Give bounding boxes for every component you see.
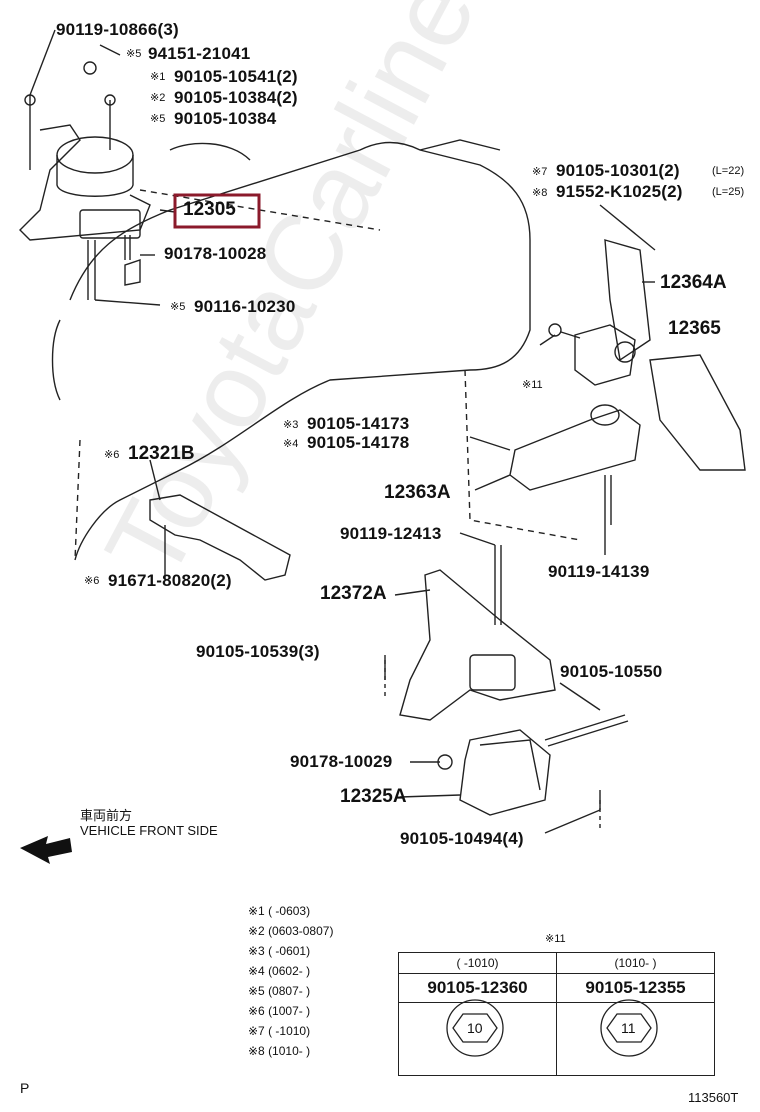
bracket-12325A-drawing xyxy=(437,714,629,816)
note-mark-5: ※5 xyxy=(126,48,142,60)
leader-dashed-3 xyxy=(74,439,81,561)
part-label-94151-21041[interactable]: 94151-21041 xyxy=(148,44,251,63)
mount-12305-drawing xyxy=(19,61,151,300)
note-line-3: ※3 ( -0601) xyxy=(248,944,311,958)
footer-diagram-code: 113560T xyxy=(688,1090,739,1105)
rod-12363A-drawing xyxy=(469,404,641,525)
bolt-head-10-label: 10 xyxy=(467,1020,483,1036)
note-line-6: ※6 (1007- ) xyxy=(248,1004,311,1018)
note-mark-2: ※2 xyxy=(150,92,166,104)
part-label-90105-14173[interactable]: 90105-14173 xyxy=(307,414,410,433)
note-mark-4: ※4 xyxy=(283,438,299,450)
note-mark-1: ※1 xyxy=(150,71,166,83)
part-label-90105-10301[interactable]: 90105-10301(2) xyxy=(556,161,680,180)
part-label-12325A[interactable]: 12325A xyxy=(340,786,407,807)
part-label-12305[interactable]: 12305 xyxy=(183,199,236,220)
length-note-22: (L=22) xyxy=(712,165,745,177)
part-label-90119-12413[interactable]: 90119-12413 xyxy=(340,524,442,543)
table-col1-head: ( -1010) xyxy=(398,952,557,974)
part-label-90105-10550[interactable]: 90105-10550 xyxy=(560,662,663,681)
bracket-12321B-drawing xyxy=(149,494,291,581)
table-col1-part[interactable]: 90105-12360 xyxy=(398,973,557,1003)
note-mark-8: ※8 xyxy=(532,187,548,199)
note-line-2: ※2 (0603-0807) xyxy=(248,924,334,938)
part-label-90105-14178[interactable]: 90105-14178 xyxy=(307,433,410,452)
direction-label-jp: 車両前方 xyxy=(80,808,133,823)
bolt-head-11-label: 11 xyxy=(621,1020,636,1036)
table-col1-icon-cell xyxy=(398,1002,557,1076)
vehicle-front-arrow xyxy=(20,836,72,864)
note-line-1: ※1 ( -0603) xyxy=(248,904,311,918)
part-label-90105-10541[interactable]: 90105-10541(2) xyxy=(174,67,298,86)
part-label-90105-10494[interactable]: 90105-10494(4) xyxy=(400,829,524,848)
part-label-91671-80820[interactable]: 91671-80820(2) xyxy=(108,571,232,590)
part-label-90105-10539[interactable]: 90105-10539(3) xyxy=(196,642,320,661)
table-mark: ※11 xyxy=(545,933,566,945)
leader-dashed-2 xyxy=(464,369,581,541)
note-mark-7: ※7 xyxy=(532,166,548,178)
note-line-7: ※7 ( -1010) xyxy=(248,1024,311,1038)
note-line-4: ※4 (0602- ) xyxy=(248,964,311,978)
direction-label-en: VEHICLE FRONT SIDE xyxy=(80,823,218,838)
note-line-8: ※8 (1010- ) xyxy=(248,1044,311,1058)
table-col2-head: (1010- ) xyxy=(556,952,715,974)
table-col2-icon-cell xyxy=(556,1002,715,1076)
table-col2-part[interactable]: 90105-12355 xyxy=(556,973,715,1003)
part-label-12372A[interactable]: 12372A xyxy=(320,583,387,604)
part-label-12321B[interactable]: 12321B xyxy=(128,443,195,464)
note-mark-11: ※11 xyxy=(522,379,543,391)
part-label-12363A[interactable]: 12363A xyxy=(384,482,451,503)
part-label-90178-10029[interactable]: 90178-10029 xyxy=(290,752,393,771)
mount-12372A-drawing xyxy=(384,545,556,721)
engine-outline xyxy=(69,141,531,561)
part-label-90105-10384-2[interactable]: 90105-10384(2) xyxy=(174,88,298,107)
footer-left: P xyxy=(20,1080,30,1096)
note-mark-5b: ※5 xyxy=(150,113,166,125)
part-label-90178-10028[interactable]: 90178-10028 xyxy=(164,244,267,263)
note-mark-3: ※3 xyxy=(283,419,299,431)
part-label-90119-10866[interactable]: 90119-10866(3) xyxy=(56,20,179,39)
part-label-90119-14139[interactable]: 90119-14139 xyxy=(548,562,650,581)
length-note-25: (L=25) xyxy=(712,186,745,198)
bolt-variant-table: ( -1010) (1010- ) 90105-12360 90105-1235… xyxy=(398,952,715,1076)
note-mark-5c: ※5 xyxy=(170,301,186,313)
part-label-91552-K1025[interactable]: 91552-K1025(2) xyxy=(556,182,683,201)
part-label-12365[interactable]: 12365 xyxy=(668,318,721,339)
note-mark-6: ※6 xyxy=(104,449,120,461)
part-label-12364A[interactable]: 12364A xyxy=(660,272,727,293)
part-label-90116-10230[interactable]: 90116-10230 xyxy=(194,297,296,316)
note-line-5: ※5 (0807- ) xyxy=(248,984,311,998)
highlight-box-12305 xyxy=(173,193,261,229)
insulator-12365-drawing xyxy=(574,324,746,471)
part-label-90105-10384[interactable]: 90105-10384 xyxy=(174,109,277,128)
note-mark-6b: ※6 xyxy=(84,575,100,587)
